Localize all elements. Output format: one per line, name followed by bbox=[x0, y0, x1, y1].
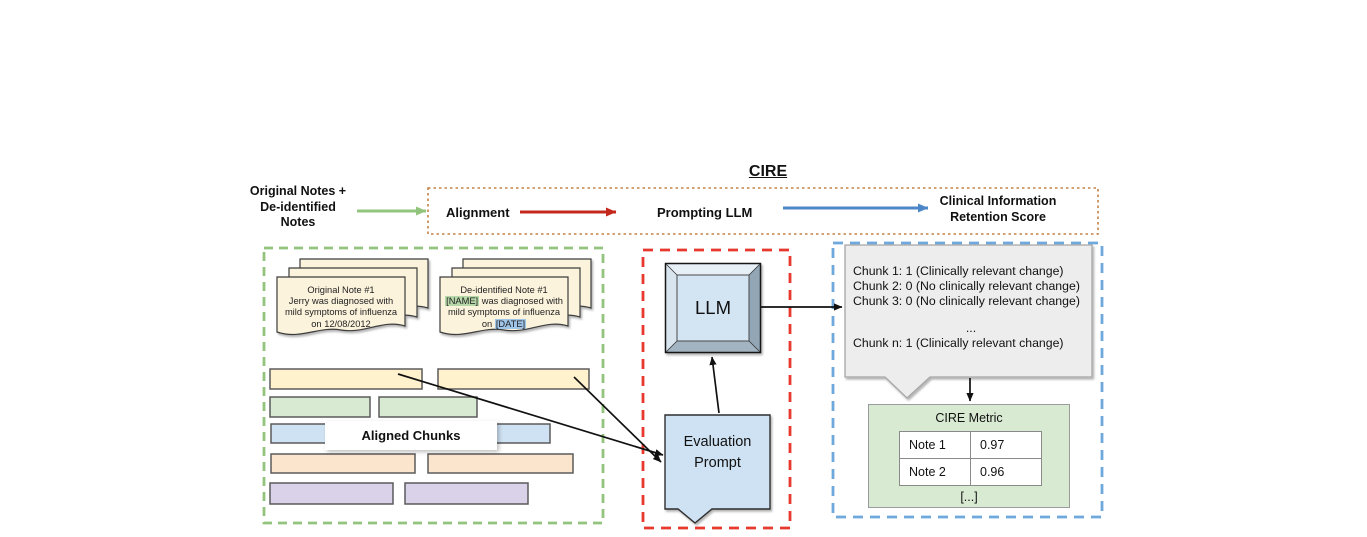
chunk-to-prompt-arrow-2 bbox=[573, 376, 662, 463]
deid-note-line-prefix: on bbox=[481, 318, 495, 329]
aligned-chunk-bar bbox=[269, 482, 394, 505]
name-token: [NAME] bbox=[445, 296, 480, 307]
prompt-to-llm-arrow bbox=[709, 356, 720, 414]
metric-cell: 0.97 bbox=[970, 431, 1042, 459]
original-note-line: on 12/08/2012 bbox=[311, 318, 371, 329]
aligned-chunk-bar bbox=[269, 396, 371, 418]
original-note-line: Jerry was diagnosed with bbox=[288, 296, 394, 307]
diagram-title: CIRE bbox=[744, 161, 792, 183]
deid-note-line: on [DATE] bbox=[442, 318, 566, 330]
step-score-label: Clinical Information Retention Score bbox=[939, 194, 1057, 224]
aligned-chunk-bar bbox=[427, 453, 574, 474]
original-note-line: mild symptoms of influenza bbox=[284, 307, 398, 318]
aligned-chunk-bar bbox=[378, 396, 478, 418]
original-notes-stack bbox=[276, 258, 429, 336]
chunk-result-line: ... bbox=[965, 321, 977, 335]
aligned-chunk-bar bbox=[404, 482, 529, 505]
aligned-chunk-bar bbox=[270, 453, 416, 474]
step-prompting-label: Prompting LLM bbox=[657, 205, 753, 220]
original-note-title: Original Note #1 bbox=[307, 285, 375, 295]
deid-note-line: [NAME] was diagnosed with bbox=[442, 296, 566, 307]
aligned-chunk-bar bbox=[437, 368, 590, 390]
original-note-text: Original Note #1 Jerry was diagnosed wit… bbox=[279, 285, 403, 330]
evaluation-prompt-shape bbox=[664, 414, 771, 524]
deid-note-title: De-identified Note #1 bbox=[460, 285, 548, 295]
metric-cell: Note 1 bbox=[899, 431, 971, 459]
cire-pipeline-panel bbox=[427, 187, 1099, 235]
connector-arrows bbox=[357, 203, 974, 463]
chunk-result-line: Chunk 2: 0 (No clinically relevant chang… bbox=[853, 279, 1080, 293]
chunk-to-prompt-arrow-1 bbox=[397, 373, 664, 457]
llm-output-lines: Chunk 1: 1 (Clinically relevant change)C… bbox=[853, 264, 1089, 351]
alignment-panel bbox=[262, 246, 605, 525]
chunk-result-line: Chunk n: 1 (Clinically relevant change) bbox=[853, 336, 1064, 350]
deid-note-line: mild symptoms of influenza bbox=[447, 307, 561, 318]
cire-metric-title: CIRE Metric bbox=[935, 411, 1003, 425]
deid-note-line-rest: was diagnosed with bbox=[479, 296, 563, 307]
chunk-result-line: Chunk 3: 0 (No clinically relevant chang… bbox=[853, 294, 1080, 308]
metric-cell: 0.96 bbox=[970, 458, 1042, 486]
deidentified-note-text: De-identified Note #1 [NAME] was diagnos… bbox=[442, 285, 566, 330]
input-notes-label: Original Notes + De-identified Notes bbox=[249, 184, 347, 229]
cire-metric-footer: [...] bbox=[960, 490, 978, 504]
aligned-chunk-bar bbox=[269, 368, 423, 390]
step-alignment-label: Alignment bbox=[446, 205, 510, 220]
llm-label: LLM bbox=[695, 297, 731, 318]
chunk-result-line: Chunk 1: 1 (Clinically relevant change) bbox=[853, 264, 1064, 278]
aligned-chunks-label: Aligned Chunks bbox=[325, 421, 497, 450]
prompting-panel bbox=[641, 248, 792, 530]
llm-chip bbox=[664, 262, 762, 354]
metric-cell: Note 2 bbox=[899, 458, 971, 486]
llm-output-bubble-shape bbox=[844, 244, 1093, 399]
date-token: [DATE] bbox=[494, 318, 527, 329]
deidentified-notes-stack bbox=[439, 258, 592, 336]
evaluation-prompt-label: Evaluation Prompt bbox=[683, 434, 752, 471]
